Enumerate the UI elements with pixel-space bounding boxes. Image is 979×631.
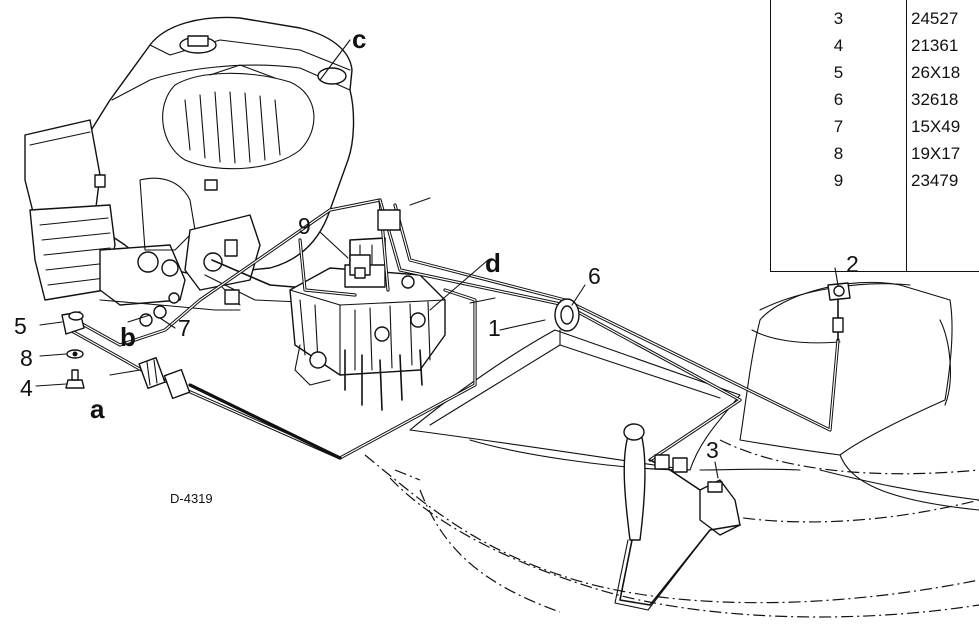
callout-5: 5 [14, 313, 27, 339]
interlock-switch [649, 454, 741, 536]
callout-d: d [485, 248, 501, 278]
table-cell-key: 6 [833, 90, 844, 109]
table-row: 6 32618 [771, 86, 979, 112]
table-cell-part: 21361 [911, 36, 959, 55]
table-cell-key: 8 [833, 144, 844, 163]
control-lever [614, 423, 741, 611]
grommet [554, 298, 580, 332]
table-cell-part: 26X18 [911, 63, 961, 82]
table-cell-part: 19X17 [911, 144, 961, 163]
leader-lines [35, 39, 839, 479]
callout-4: 4 [20, 375, 33, 401]
table-cell-key: 4 [833, 36, 844, 55]
seat-fender [699, 281, 979, 511]
table-row: 4 21361 [771, 32, 979, 58]
table-row: 7 15X49 [771, 113, 979, 139]
table-row: 9 23479 [771, 167, 979, 193]
table-cell-part: 23479 [911, 171, 959, 190]
diagram-id: D-4319 [170, 491, 213, 506]
callout-1: 1 [488, 315, 501, 341]
relay [349, 209, 401, 279]
table-column-divider [906, 0, 907, 271]
callout-2: 2 [846, 251, 859, 277]
callout-c: c [352, 24, 366, 54]
table-cell-part: 15X49 [911, 117, 961, 136]
footrest-pan [409, 329, 741, 471]
callout-labels: c d a b 1 2 3 4 5 6 7 8 9 D-4319 [14, 24, 859, 506]
table-cell-key: 9 [833, 171, 844, 190]
table-cell-key: 3 [833, 9, 844, 28]
callout-3: 3 [706, 437, 719, 463]
callout-8: 8 [20, 345, 33, 371]
table-cell-key: 7 [833, 117, 844, 136]
callout-7: 7 [178, 315, 191, 341]
key-switch [827, 282, 851, 341]
callout-a: a [90, 394, 105, 424]
table-row: 8 19X17 [771, 140, 979, 166]
callout-b: b [120, 322, 136, 352]
table-cell-part: 24527 [911, 9, 959, 28]
table-row: 5 26X18 [771, 59, 979, 85]
table-cell-key: 5 [833, 63, 844, 82]
connector-a [138, 357, 191, 400]
table-cell-part: 32618 [911, 90, 959, 109]
callout-6: 6 [588, 263, 601, 289]
parts-table: 3 24527 4 21361 5 26X18 6 32618 7 15X49 … [770, 0, 979, 272]
table-row: 3 24527 [771, 5, 979, 31]
tractor-body-outline [364, 439, 979, 618]
engine [24, 16, 355, 311]
callout-9: 9 [298, 213, 311, 239]
